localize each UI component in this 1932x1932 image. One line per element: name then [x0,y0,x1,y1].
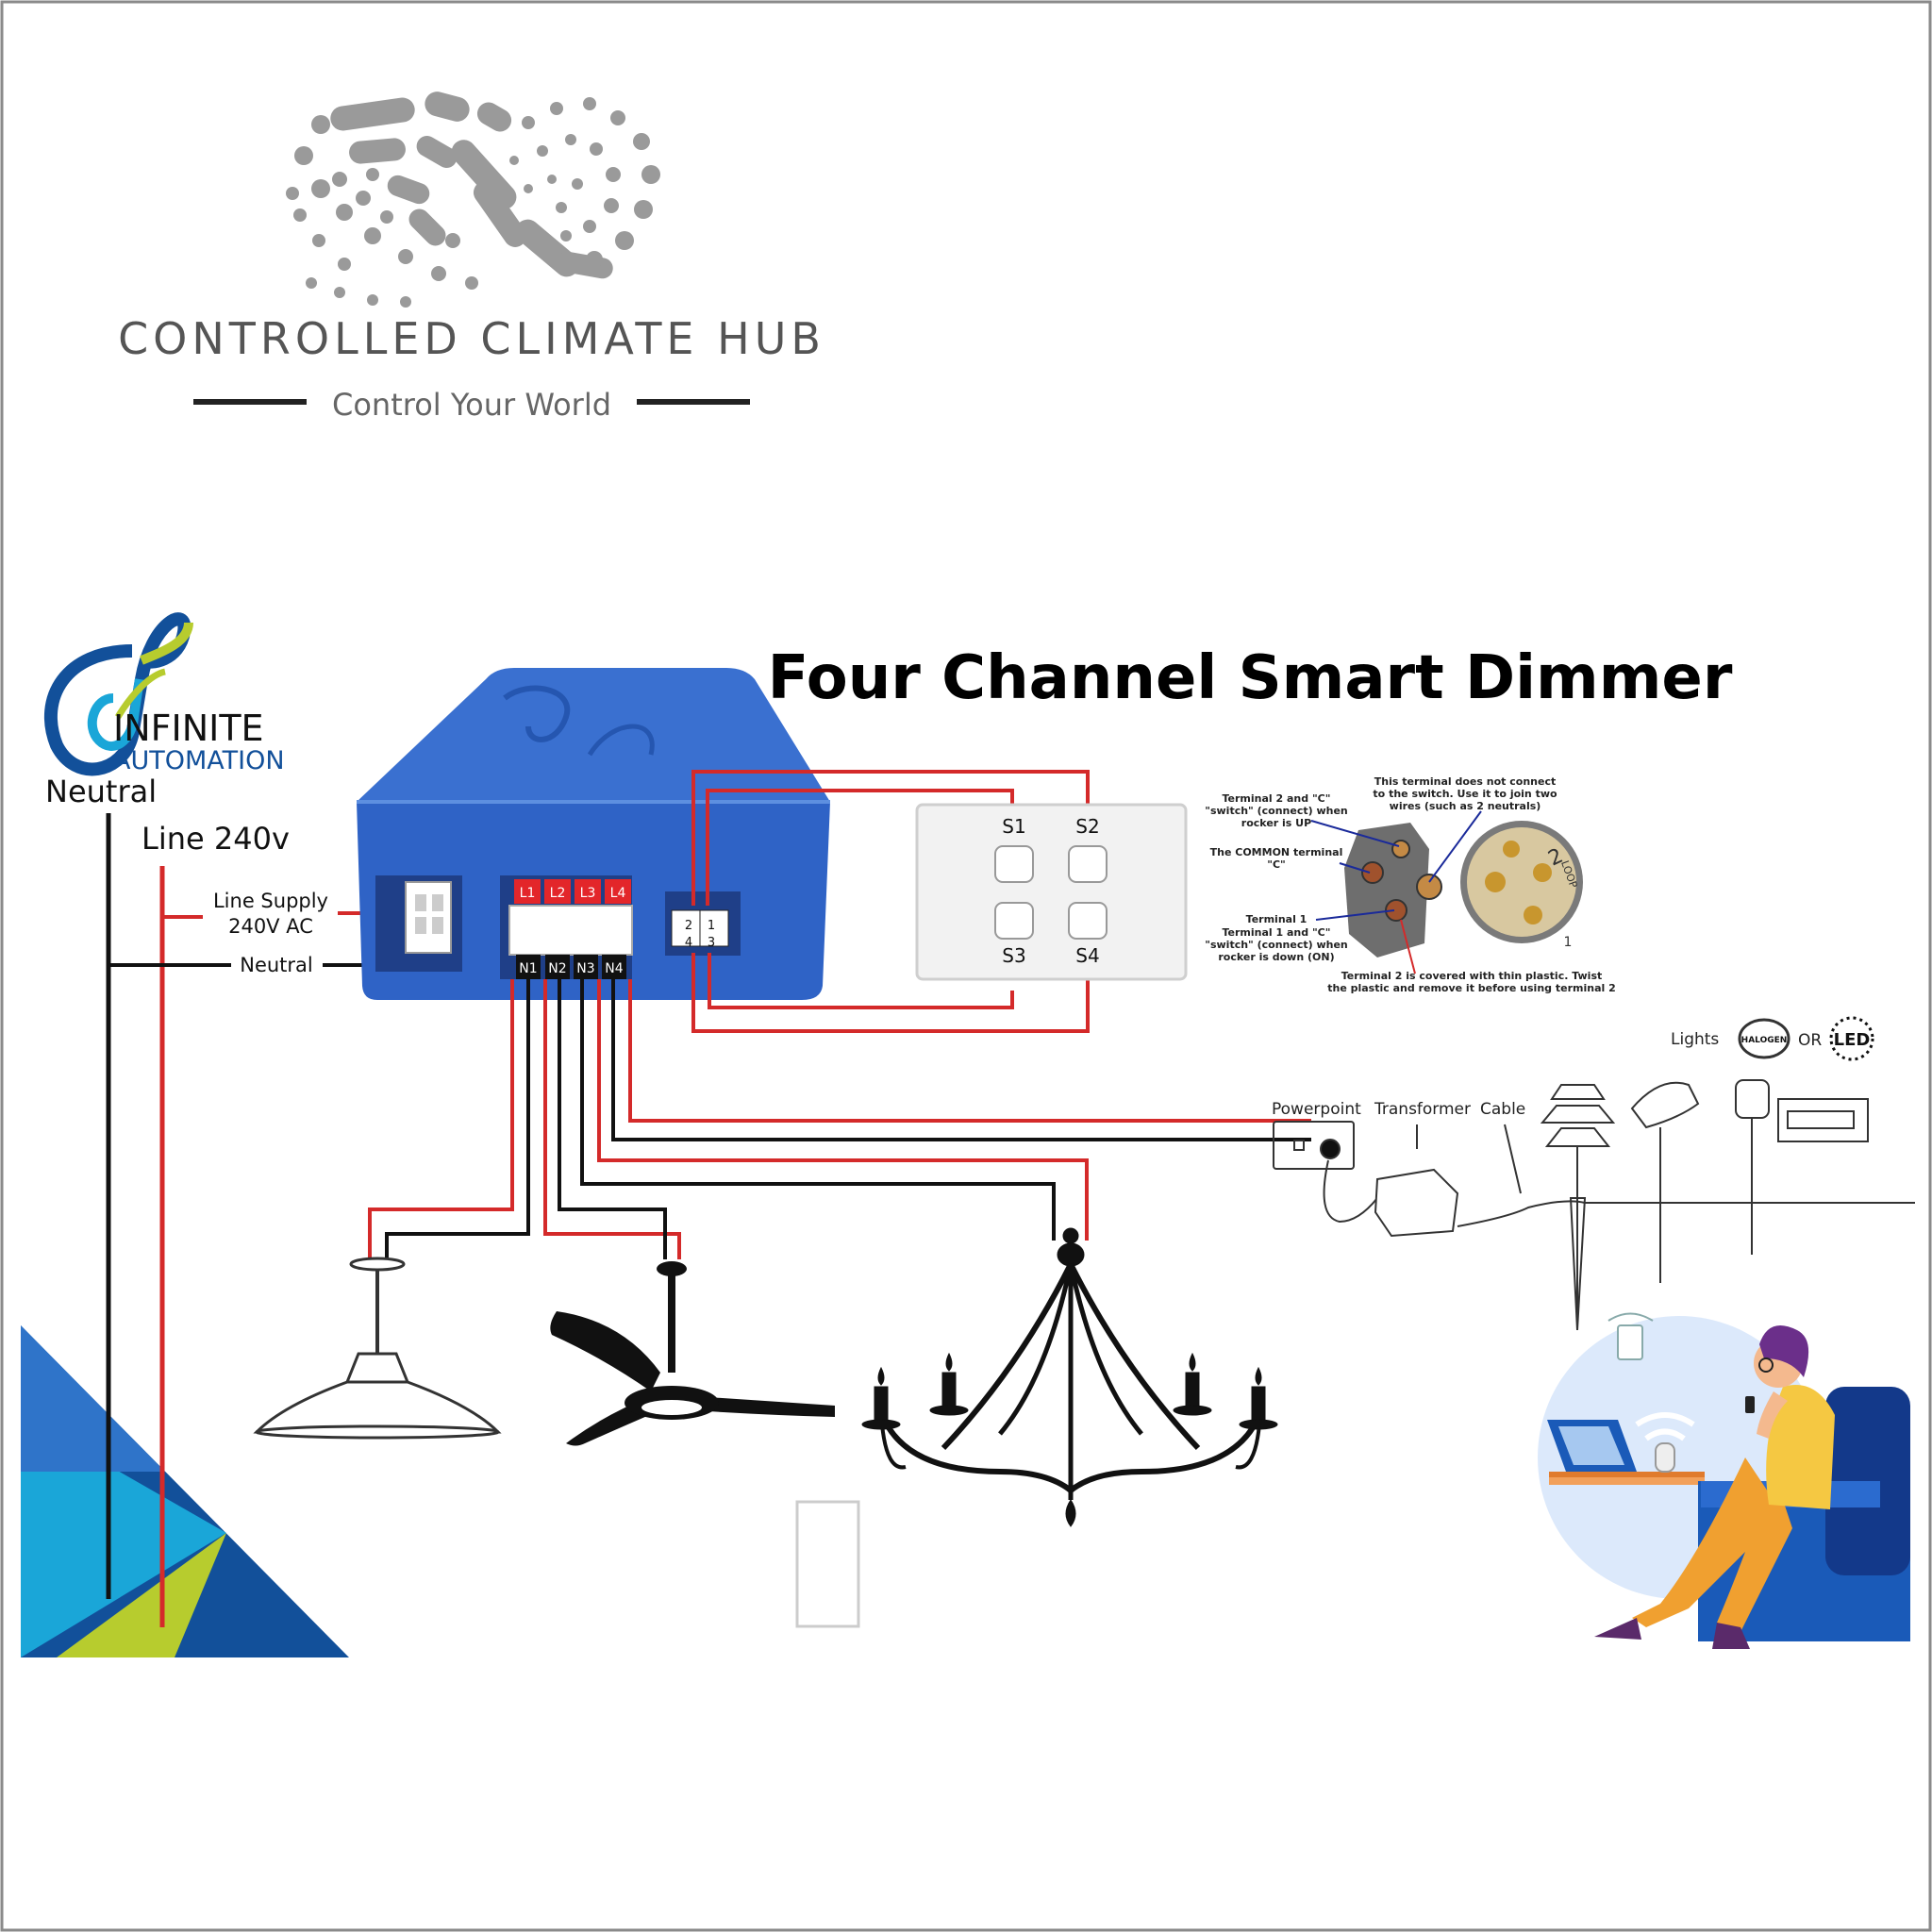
halogen-badge-icon: HALOGEN [1738,1018,1790,1059]
lights-label: Lights [1671,1030,1719,1049]
garden-lights-illustration [1273,1079,1915,1331]
svg-text:Terminal 1 and "C": Terminal 1 and "C" [1223,926,1331,939]
switch-pin-4: 4 [685,936,692,950]
smart-dimmer-unit [357,668,830,1000]
power-input-connector [405,881,452,954]
diagram-title: Four Channel Smart Dimmer [768,643,1733,713]
svg-text:wires (such as 2 neutrals): wires (such as 2 neutrals) [1390,800,1541,812]
chandelier-icon [861,1227,1278,1527]
detail-num-1: 1 [1564,935,1573,950]
smart-home-user-illustration [1538,1312,1910,1649]
or-label: OR [1798,1031,1822,1050]
infinity-swirl-logo [43,612,193,776]
terminal-l2: L2 [550,886,566,901]
cable-label: Cable [1480,1100,1525,1119]
svg-text:rocker is UP: rocker is UP [1241,817,1311,829]
four-gang-switch-plate: S1 S2 S3 S4 [915,803,1188,981]
wall-panel [795,1500,860,1628]
brand-name: CONTROLLED CLIMATE HUB [118,313,825,364]
line-supply-label: Line Supply [213,890,328,912]
switch-port-pins: 2 1 4 3 [685,919,715,950]
svg-text:Terminal 2 is covered with thi: Terminal 2 is covered with thin plastic.… [1341,970,1603,982]
powerpoint-label: Powerpoint [1272,1100,1361,1119]
neutral-label: Neutral [45,774,157,809]
decorative-triangles [21,1325,349,1657]
led-label: LED [1834,1030,1871,1050]
switch-pin-2: 2 [685,919,692,933]
svg-text:"switch" (connect) when: "switch" (connect) when [1205,939,1348,951]
switch-button-s2 [1068,845,1108,883]
detail-annotations: This terminal does not connect to the sw… [1205,775,1616,994]
dotted-swirl-logo [286,92,660,308]
line-supply-voltage-label: 240V AC [228,915,313,938]
line-label: Line 240v [142,821,290,857]
svg-text:"switch" (connect) when: "switch" (connect) when [1205,805,1348,817]
pendant-lamp-icon [253,1257,502,1440]
switch-label-s3: S3 [1002,944,1025,967]
svg-text:Terminal 2 and "C": Terminal 2 and "C" [1223,792,1331,805]
terminal-n2: N2 [548,961,566,976]
switch-mechanism-detail: 2 1 LOOP [1344,821,1583,958]
svg-text:The COMMON terminal: The COMMON terminal [1210,846,1343,858]
detail-pointer-lines [1310,810,1482,921]
load-wiring [368,979,1311,1259]
svg-text:This terminal does not connect: This terminal does not connect [1374,775,1556,788]
svg-text:to the switch. Use it to join: to the switch. Use it to join two [1373,788,1557,800]
partner-subname: AUTOMATION [113,746,285,775]
brand-tagline: Control Your World [332,387,611,423]
halogen-label: HALOGEN [1741,1036,1788,1045]
line-terminals: L1 L2 L3 L4 [514,879,631,904]
svg-text:"C": "C" [1267,858,1286,871]
terminal-n1: N1 [519,961,537,976]
neutral-terminals: N1 N2 N3 N4 [516,955,626,979]
terminal-l1: L1 [520,886,536,901]
terminal-n3: N3 [576,961,594,976]
switch-label-s1: S1 [1002,815,1025,838]
switch-pin-3: 3 [708,936,715,950]
transformer-label: Transformer [1374,1100,1471,1119]
switch-pin-1: 1 [708,919,715,933]
switch-button-s1 [994,845,1034,883]
switch-label-s4: S4 [1075,944,1099,967]
switch-button-s4 [1068,902,1108,940]
svg-text:the plastic and remove it befo: the plastic and remove it before using t… [1327,982,1616,994]
led-badge-icon: LED [1829,1016,1874,1061]
switch-port [671,909,701,947]
svg-text:Terminal 1: Terminal 1 [1246,913,1307,925]
switch-button-s3 [994,902,1034,940]
dimmer-logo-icon [503,685,571,742]
output-terminal-block [508,905,633,956]
terminal-l4: L4 [610,886,626,901]
svg-text:rocker is down (ON): rocker is down (ON) [1218,951,1334,963]
terminal-l3: L3 [580,886,596,901]
partner-name: INFINITE [113,708,264,749]
neutral-short-label: Neutral [240,954,313,976]
switch-label-s2: S2 [1075,815,1099,838]
terminal-n4: N4 [605,961,623,976]
ceiling-fan-icon [550,1261,835,1446]
